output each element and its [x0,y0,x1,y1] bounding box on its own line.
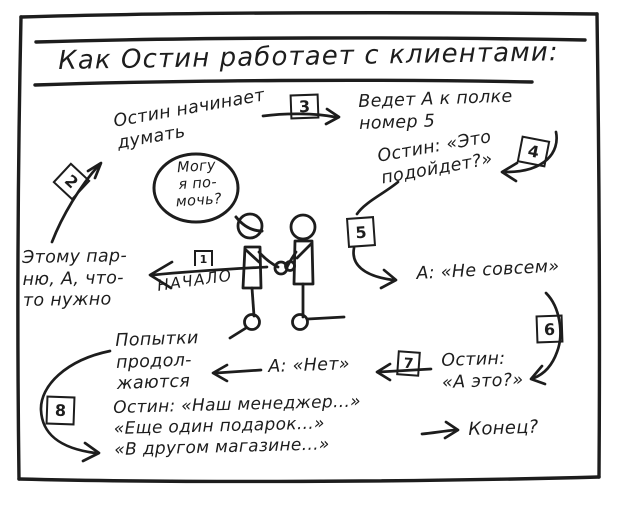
arrow-step3-head [324,107,341,126]
figure2-foot [291,313,309,331]
arrow-step4-head [500,161,519,183]
figure1-foot [243,313,261,331]
figure1-leg [250,286,256,318]
arrow-no-to-attempts-head [211,363,229,383]
arrow-step2-head [86,161,103,180]
arrow-step4-curve [504,130,558,174]
label-end: Конец? [468,416,539,440]
figure1-body [241,245,263,290]
label-closing-quotes: Остин: «Наш менеджер...» «Еще один подар… [113,391,362,461]
arrow-step8-head [81,441,101,463]
label-attempts-continue: Попытки продол- жаются [115,328,200,395]
arrow-start-line [151,265,269,277]
speech-bubble-text: Могу я по- мочь? [175,157,223,211]
step-marker-8: 8 [45,395,76,426]
figure1-head [236,212,264,240]
arrow-step6-head [529,364,547,386]
flow-arrows [39,107,562,463]
arrow-step8-arc [39,349,112,455]
step-marker-6: 6 [535,314,564,344]
stick-figures [228,212,346,340]
figure2-shoulder [295,242,313,260]
figure2-body [292,239,315,286]
step-marker-7: 7 [396,350,421,377]
step-marker-1-start: 1 [194,250,213,266]
label-a-no: А: «Нет» [268,354,351,377]
arrow-step3-line [261,112,337,119]
arrow-step7-line [377,367,433,374]
arrow-step6-curve [532,291,562,380]
arrow-step5-in [355,180,400,216]
frame [16,11,602,484]
step-marker-3: 3 [289,93,320,120]
arrow-no-to-attempts [214,368,263,375]
arrow-step7-head [375,362,392,382]
arrow-end-head [443,420,460,440]
step-marker-5: 5 [345,216,377,248]
arrow-step5-out [352,246,395,282]
arrow-step5-head [379,268,398,290]
arrow-step2-curve [50,163,101,244]
title-rules [33,36,587,87]
label-guy-needs-something: Этому пар- ню, А, что- то нужно [22,246,128,312]
figure2-arm [285,250,298,269]
label-leads-to-shelf: Ведет А к полке номер 5 [358,86,513,134]
figure2-ground-stroke [306,315,346,321]
label-austin-what-about-this: Остин: «А это?» [441,348,524,393]
figure1-shoulder [244,248,261,264]
arrow-start-head [148,260,174,290]
step-marker-4: 4 [516,135,551,168]
figure2-head [289,213,317,241]
figure1-foot-stroke [228,326,248,340]
arrow-end-line [420,428,457,436]
